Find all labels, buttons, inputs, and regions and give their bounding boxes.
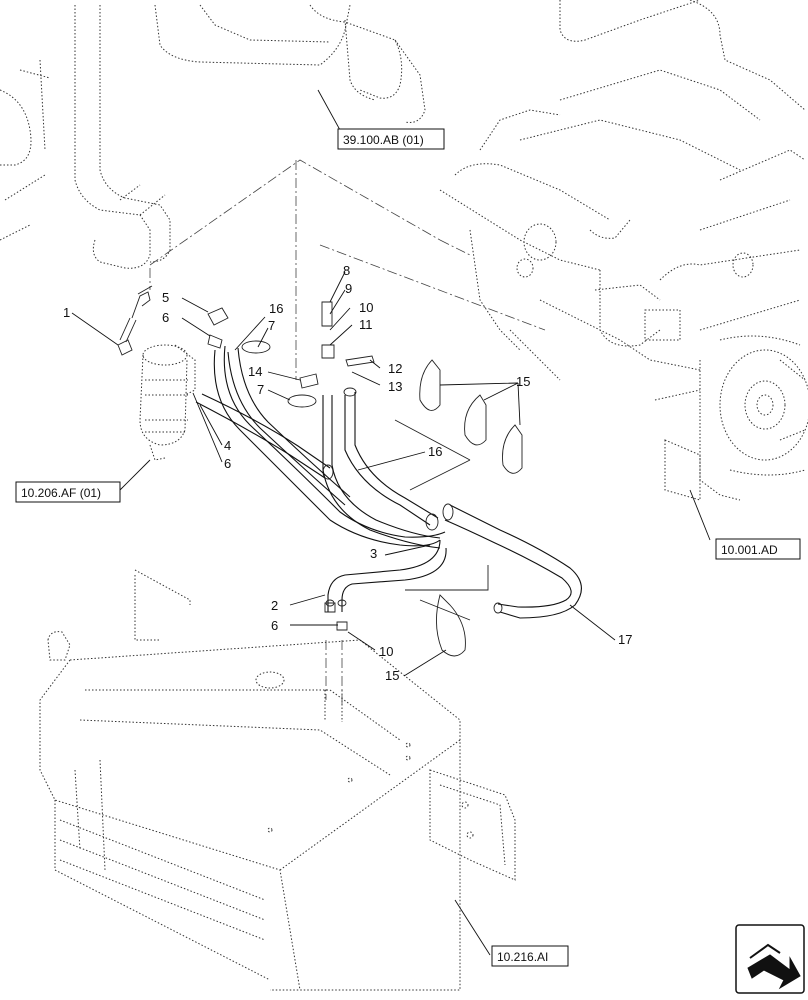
- callout-11: 11: [359, 317, 373, 332]
- leader-lines: [71, 89, 711, 956]
- callout-9: 9: [345, 281, 352, 296]
- reference-box-upper-frame[interactable]: 39.100.AB (01): [337, 128, 445, 150]
- callout-14: 14: [248, 364, 262, 379]
- callout-4: 4: [224, 438, 231, 453]
- callout-7: 7: [268, 318, 275, 333]
- callout-12: 12: [388, 361, 402, 376]
- callout-6: 6: [224, 456, 231, 471]
- reference-box-fuel-filter[interactable]: 10.206.AF (01): [15, 481, 121, 503]
- callout-15: 15: [385, 668, 399, 683]
- callout-13: 13: [388, 379, 402, 394]
- callout-6: 6: [271, 618, 278, 633]
- callout-labels: 1 5 6 16 7 8 9 10 11 12 13 14 7 4 6 16 1…: [63, 263, 632, 683]
- callout-7: 7: [257, 382, 264, 397]
- fuel-tank-drawing: [39, 569, 516, 991]
- fuel-filter-drawing: [117, 285, 196, 461]
- callout-10: 10: [359, 300, 373, 315]
- svg-text:10.206.AF (01): 10.206.AF (01): [21, 486, 101, 500]
- callout-1: 1: [63, 305, 70, 320]
- engine-drawing: [439, 0, 808, 501]
- hose-clamps-drawing: [419, 359, 523, 657]
- callout-15: 15: [516, 374, 530, 389]
- callout-10: 10: [379, 644, 393, 659]
- svg-text:39.100.AB (01): 39.100.AB (01): [343, 133, 424, 147]
- callout-8: 8: [343, 263, 350, 278]
- svg-text:10.216.AI: 10.216.AI: [497, 950, 548, 964]
- callout-6: 6: [162, 310, 169, 325]
- chassis-frame-drawing: [0, 4, 426, 269]
- reference-box-engine[interactable]: 10.001.AD: [715, 538, 801, 560]
- fuel-hoses-drawing: [195, 301, 582, 631]
- callout-3: 3: [370, 546, 377, 561]
- callout-5: 5: [162, 290, 169, 305]
- next-page-arrow-icon[interactable]: [735, 924, 805, 994]
- callout-16: 16: [269, 301, 283, 316]
- assembly-guide-lines: [149, 159, 546, 705]
- svg-text:10.001.AD: 10.001.AD: [721, 543, 778, 557]
- callout-17: 17: [618, 632, 632, 647]
- callout-2: 2: [271, 598, 278, 613]
- callout-16: 16: [428, 444, 442, 459]
- reference-box-fuel-tank[interactable]: 10.216.AI: [491, 945, 569, 967]
